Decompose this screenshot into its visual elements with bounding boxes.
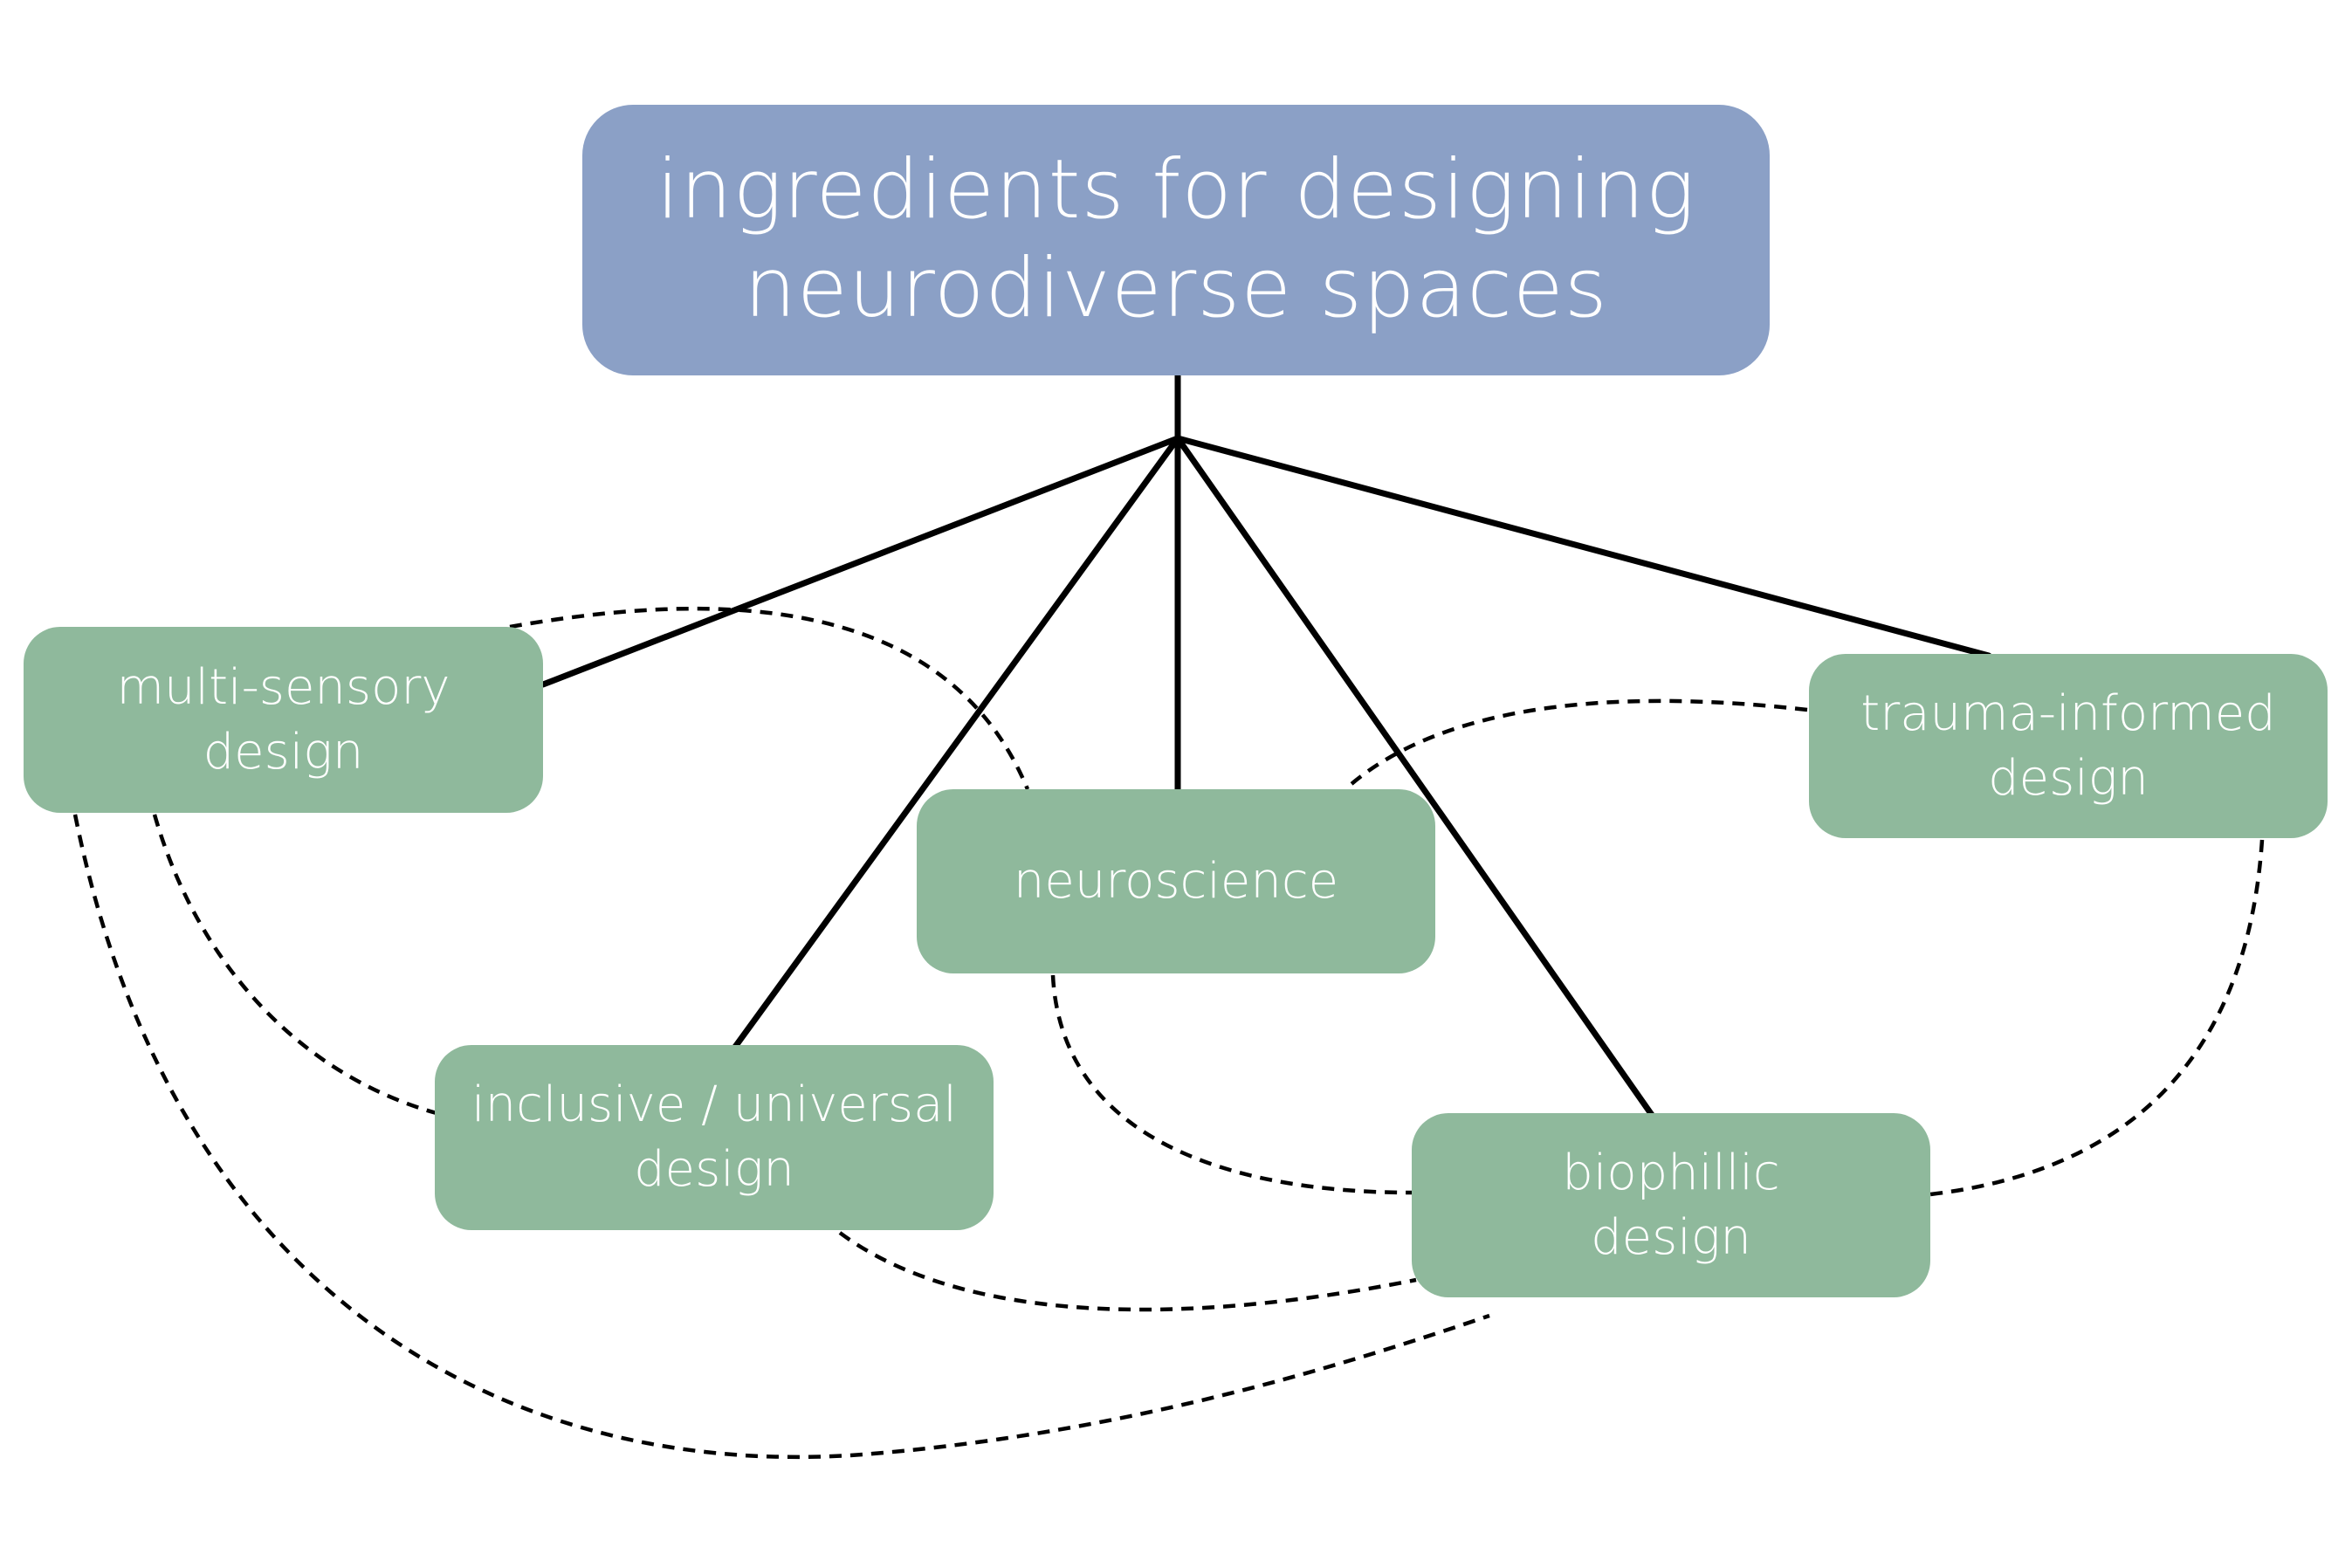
- link-hub-inclusive: [732, 435, 1181, 1050]
- node-trauma-informed-design: trauma-informed design: [1809, 654, 2328, 838]
- link-hub-trauma: [1174, 435, 1992, 659]
- dashed-multi-sensory-inclusive: [152, 814, 437, 1116]
- dashed-inclusive-biophillic: [838, 1231, 1417, 1312]
- node-label: biophillic design: [1562, 1144, 1780, 1266]
- node-multi-sensory-design: multi-sensory design: [24, 627, 543, 813]
- node-label: inclusive / universal design: [471, 1076, 957, 1198]
- dashed-multi-sensory-biophillic: [72, 814, 1490, 1460]
- title-text: ingredients for designing neurodiverse s…: [656, 142, 1696, 336]
- dashed-trauma-biophillic: [1929, 839, 2265, 1197]
- link-hub-multi-sensory: [540, 435, 1181, 688]
- node-inclusive-universal-design: inclusive / universal design: [435, 1045, 994, 1230]
- title-box: ingredients for designing neurodiverse s…: [582, 105, 1770, 375]
- node-label: trauma-informed design: [1860, 684, 2276, 807]
- node-label: multi-sensory design: [116, 658, 450, 781]
- node-neuroscience: neuroscience: [917, 789, 1435, 973]
- node-biophillic-design: biophillic design: [1412, 1113, 1930, 1297]
- dashed-trauma-neuroscience: [1344, 698, 1808, 791]
- link-hub-biophillic: [1174, 435, 1655, 1118]
- dashed-neuroscience-biophillic: [1050, 974, 1413, 1195]
- dashed-multi-sensory-neuroscience: [509, 606, 1030, 790]
- node-label: neuroscience: [1013, 852, 1339, 910]
